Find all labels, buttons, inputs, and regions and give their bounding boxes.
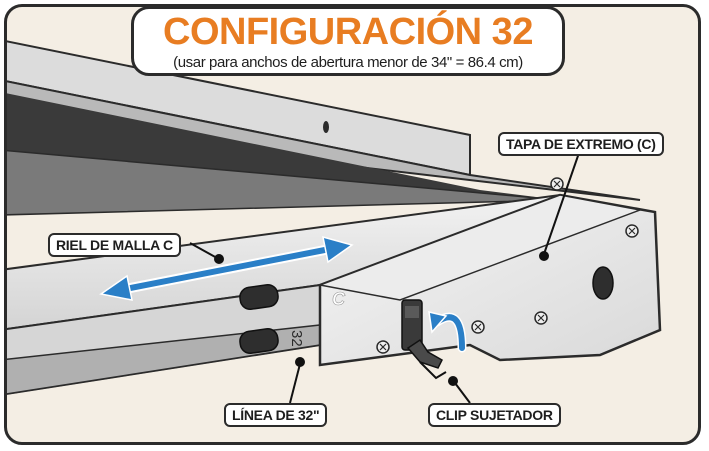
cap-hole [592,266,614,300]
title-box: CONFIGURACIÓN 32 (usar para anchos de ab… [131,6,565,76]
double-headed-arrow [99,235,354,301]
rail-slot [239,284,279,310]
callout-line-32: LÍNEA DE 32" [224,403,328,427]
page-subtitle: (usar para anchos de abertura menor de 3… [173,54,523,71]
rail-slot [239,328,279,354]
curved-rotate-arrow [428,311,467,353]
callout-end-cap: TAPA DE EXTREMO (C) [498,132,664,156]
rail-number-32: 32 [288,330,305,347]
leader-lines [189,149,581,404]
screw-icon [376,177,639,354]
cap-letter-c: C [332,289,346,309]
back-rail [7,38,641,216]
retaining-clip [401,299,447,380]
rail-hole [323,121,329,133]
page-title: CONFIGURACIÓN 32 [163,11,533,53]
callout-mesh-rail: RIEL DE MALLA C [48,233,181,257]
callout-clip: CLIP SUJETADOR [428,403,561,427]
